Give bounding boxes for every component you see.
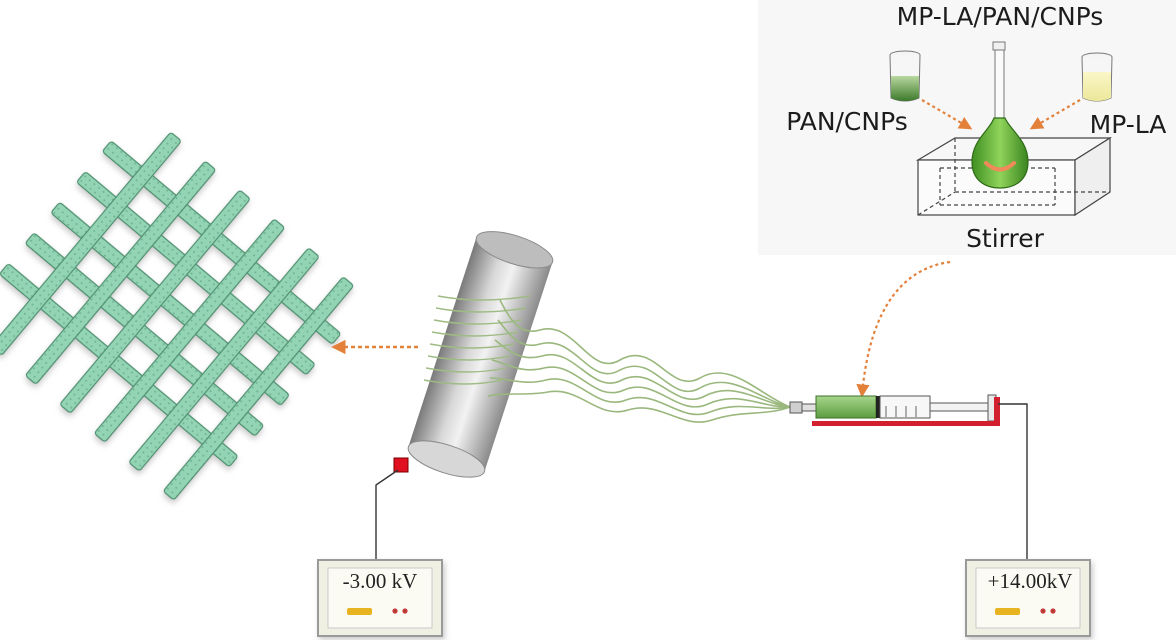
collector-voltage-readout: -3.00 kV <box>343 569 418 593</box>
volumetric-flask-icon <box>971 41 1029 189</box>
indicator-bar <box>347 608 372 615</box>
indicator-light <box>1050 608 1056 614</box>
left-beaker-label: PAN/CNPs <box>786 107 908 136</box>
preparation-panel: MP-LA/PAN/CNPs PAN/CNPs <box>758 0 1176 255</box>
power-supply-collector: -3.00 kV <box>317 559 443 637</box>
rotating-drum-icon <box>393 231 554 478</box>
fiber-mesh-icon <box>0 132 354 500</box>
power-supply-syringe: +14.00kV <box>965 559 1091 637</box>
indicator-light <box>392 608 398 614</box>
load-syringe-arrow <box>856 260 951 398</box>
drum-electrode <box>393 457 409 473</box>
indicator-bar <box>995 608 1020 615</box>
beaker-icon <box>1081 52 1113 102</box>
right-beaker-label: MP-LA <box>1090 110 1167 139</box>
syringe-icon <box>789 394 1000 426</box>
mixture-label: MP-LA/PAN/CNPs <box>897 2 1104 31</box>
stirrer-label: Stirrer <box>966 224 1045 253</box>
fiber-jets <box>487 299 791 423</box>
indicator-light <box>402 608 408 614</box>
beaker-icon <box>889 50 921 102</box>
wires <box>375 403 1028 562</box>
syringe-voltage-readout: +14.00kV <box>988 569 1073 593</box>
indicator-light <box>1040 608 1046 614</box>
